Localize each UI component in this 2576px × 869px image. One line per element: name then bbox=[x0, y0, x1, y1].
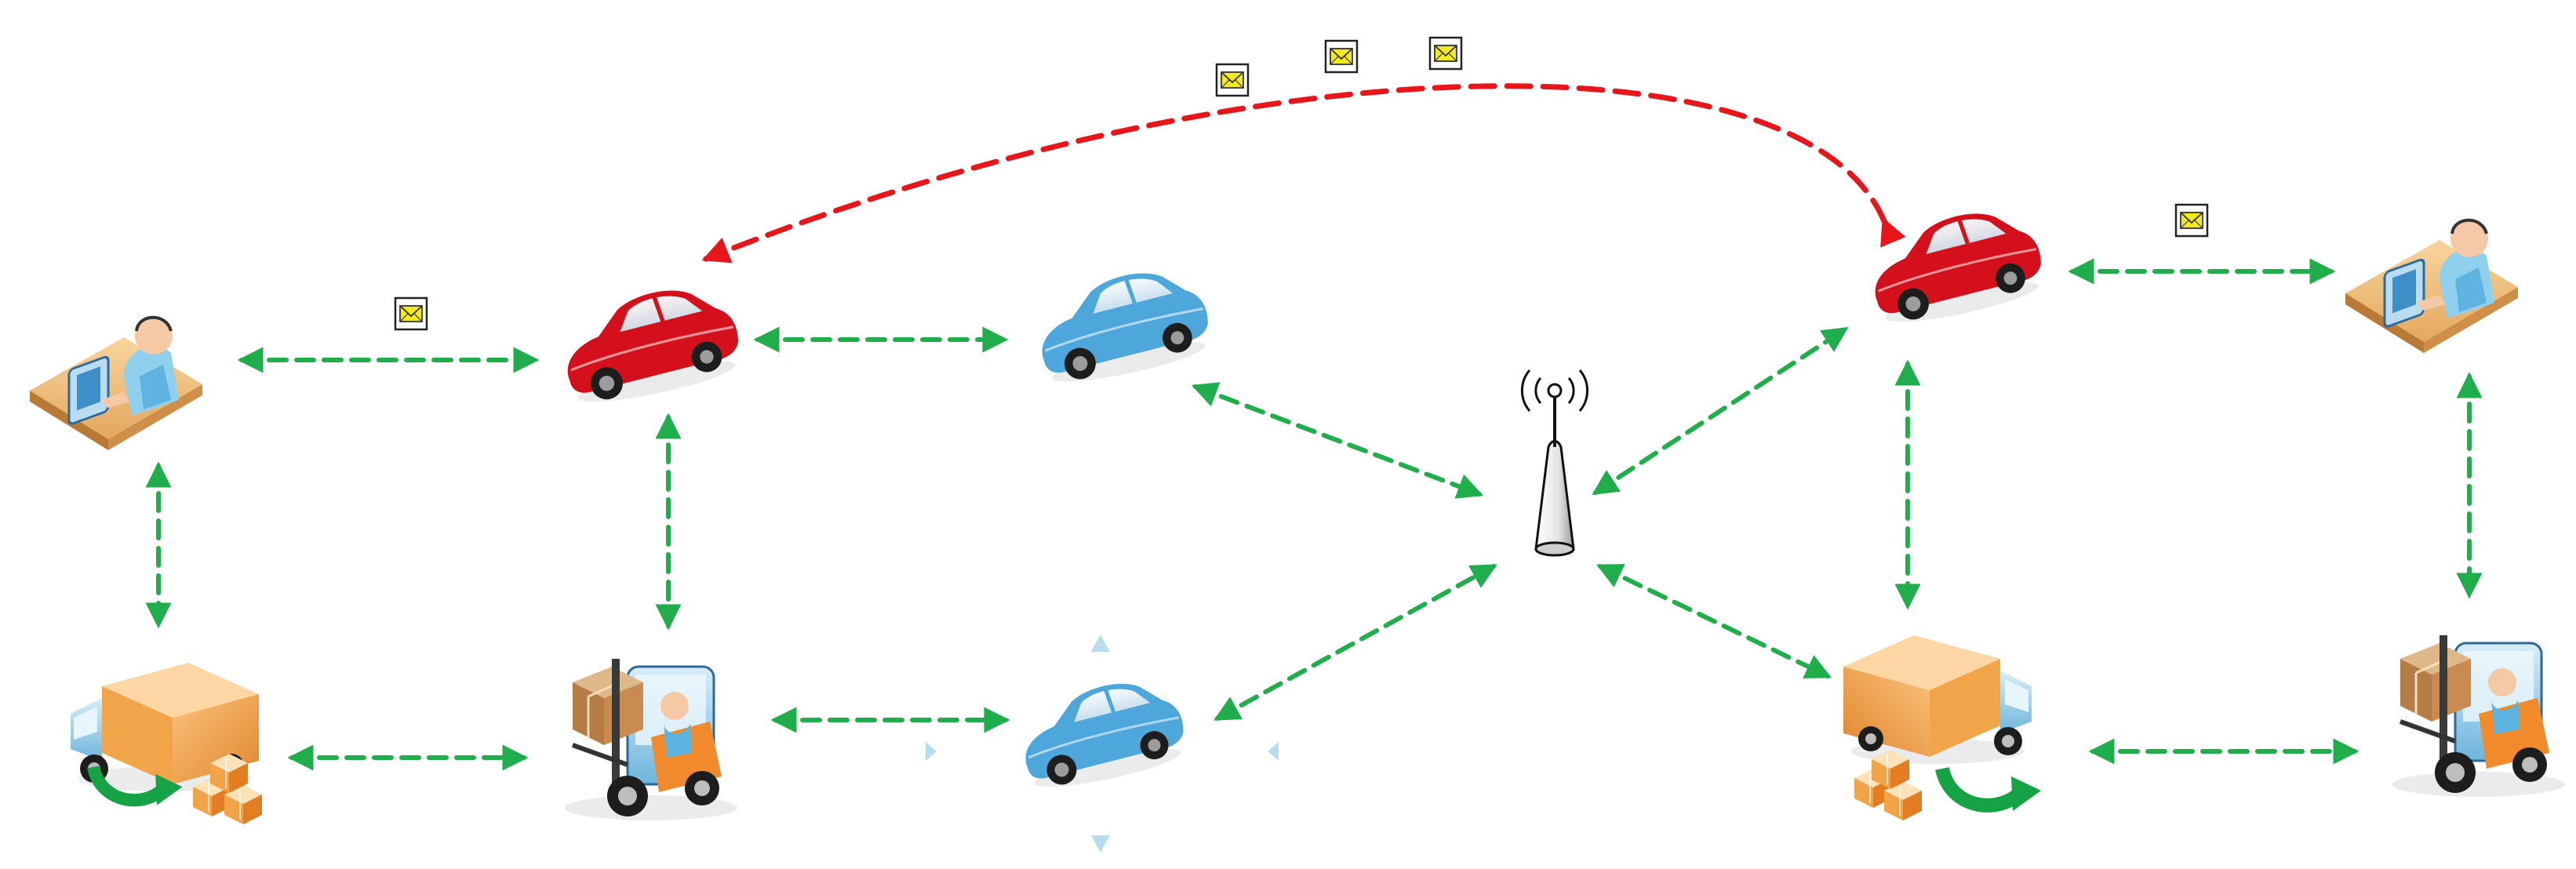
red-car-left-node[interactable] bbox=[555, 278, 747, 411]
link-blue-car-bottom-to-antenna bbox=[1213, 564, 1497, 721]
forklift-left-node[interactable] bbox=[565, 659, 737, 820]
blue-car-icon bbox=[1013, 671, 1191, 794]
forklift-icon bbox=[565, 659, 737, 820]
blue-car-bottom-node[interactable] bbox=[1013, 671, 1191, 794]
forklift-right-node[interactable] bbox=[2392, 635, 2565, 797]
handle-top[interactable] bbox=[1091, 634, 1110, 652]
selection-handles bbox=[926, 634, 1279, 853]
forklift-icon bbox=[2392, 635, 2565, 797]
delivery-truck-icon bbox=[1843, 635, 2032, 764]
envelope-icon bbox=[1324, 39, 1359, 74]
red-car-right-node[interactable] bbox=[1863, 201, 2049, 330]
antenna-node[interactable] bbox=[1520, 369, 1589, 557]
blue-car-top-node[interactable] bbox=[1030, 260, 1216, 390]
link-antenna-to-red-car-right bbox=[1592, 326, 1849, 496]
link-blue-car-top-to-antenna bbox=[1191, 382, 1484, 499]
red-car-icon bbox=[1863, 201, 2049, 330]
handle-left[interactable] bbox=[926, 742, 937, 761]
operator-left-node[interactable] bbox=[28, 315, 204, 452]
link-antenna-to-truck-right bbox=[1596, 564, 1832, 678]
red-car-icon bbox=[555, 278, 747, 411]
curved-arrow-icon bbox=[1942, 769, 2041, 811]
links-layer bbox=[145, 258, 2483, 771]
link-red-car-right-to-red-car-left bbox=[701, 83, 1906, 264]
operator-at-computer-icon bbox=[28, 315, 204, 452]
blue-car-icon bbox=[1030, 260, 1216, 390]
handle-bottom[interactable] bbox=[1091, 835, 1110, 853]
envelope-icon bbox=[2174, 203, 2209, 238]
envelope-icon bbox=[394, 296, 428, 331]
envelope-icon bbox=[1215, 63, 1250, 97]
truck-right-node[interactable] bbox=[1843, 635, 2032, 764]
handle-right[interactable] bbox=[1268, 742, 1279, 761]
envelope-icon bbox=[1428, 36, 1463, 71]
operator-right-node[interactable] bbox=[2344, 218, 2520, 355]
operator-at-computer-icon bbox=[2344, 218, 2520, 355]
truck-left-node[interactable] bbox=[71, 663, 263, 825]
antenna-tower-icon bbox=[1520, 369, 1589, 557]
